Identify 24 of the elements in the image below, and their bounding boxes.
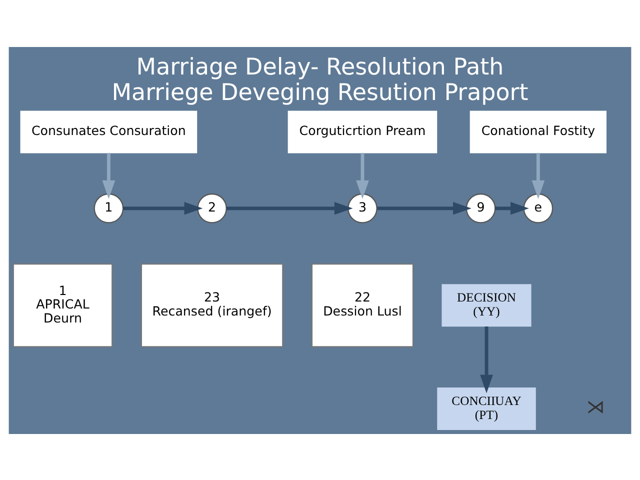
node-box: 22 Dession Lusl [311, 262, 414, 347]
arrow [377, 201, 472, 214]
node-box: Conational Fostity [470, 110, 607, 153]
node-circle: 1 [94, 192, 124, 223]
node-box: 23 Recansed (irangef) [140, 262, 284, 347]
arrow [480, 326, 493, 393]
node-box: Consunates Consuration [20, 110, 198, 153]
node-box: 1 APRICAL Deurn [12, 262, 113, 347]
caption: Marriege Deveging Resution Praport [112, 79, 528, 106]
arrow [495, 201, 529, 214]
node-box: Corguticrtion Pream [288, 110, 438, 153]
arrow [102, 152, 116, 198]
node-box: CONCIIUAY (PT) [437, 387, 536, 430]
node-circle: 2 [197, 192, 227, 223]
arrow [532, 152, 545, 198]
arrow [356, 152, 369, 198]
node-circle: 3 [348, 192, 378, 223]
node-circle: e [523, 192, 554, 223]
label: ⋊ [586, 396, 605, 418]
diagram-title: Marriage Delay- Resolution Path [136, 54, 504, 80]
node-circle: 9 [466, 192, 496, 223]
arrow [226, 201, 353, 214]
arrow [123, 201, 203, 214]
node-box: DECISION (YY) [442, 284, 532, 326]
